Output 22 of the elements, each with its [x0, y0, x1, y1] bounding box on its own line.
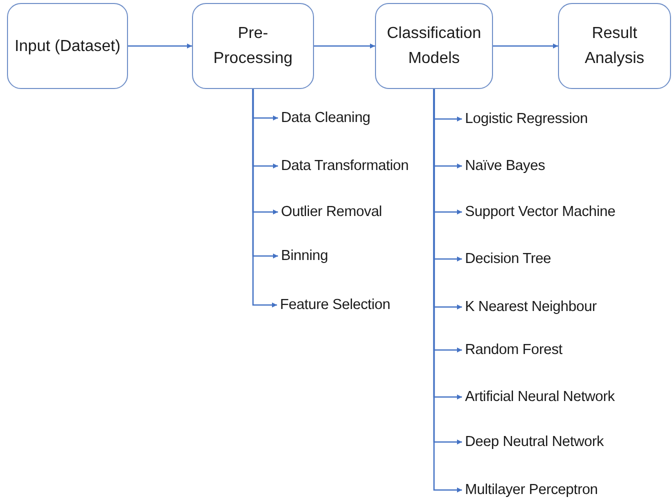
- process-box: Pre- Processing: [192, 3, 314, 89]
- process-box: Classification Models: [375, 3, 493, 89]
- arrow: [493, 44, 558, 48]
- list-item: Decision Tree: [465, 249, 552, 269]
- list-item: Support Vector Machine: [465, 202, 616, 222]
- list-item: Outlier Removal: [281, 202, 382, 222]
- list-item: Deep Neutral Network: [465, 432, 604, 452]
- list-item: Binning: [281, 246, 328, 266]
- list-item: Random Forest: [465, 340, 562, 360]
- list-item: Data Cleaning: [281, 108, 370, 128]
- process-box: Input (Dataset): [7, 3, 128, 89]
- list-item: Artificial Neural Network: [465, 387, 615, 407]
- list-item: Logistic Regression: [465, 109, 588, 129]
- list-item: K Nearest Neighbour: [465, 297, 597, 317]
- list-item: Feature Selection: [280, 295, 390, 315]
- list-item: Multilayer Perceptron: [465, 480, 598, 500]
- process-box: Result Analysis: [558, 3, 671, 89]
- list-item: Data Transformation: [281, 156, 409, 176]
- list-item: Naïve Bayes: [465, 156, 546, 176]
- arrow: [128, 44, 192, 48]
- arrow: [252, 89, 277, 308]
- arrow: [314, 44, 375, 48]
